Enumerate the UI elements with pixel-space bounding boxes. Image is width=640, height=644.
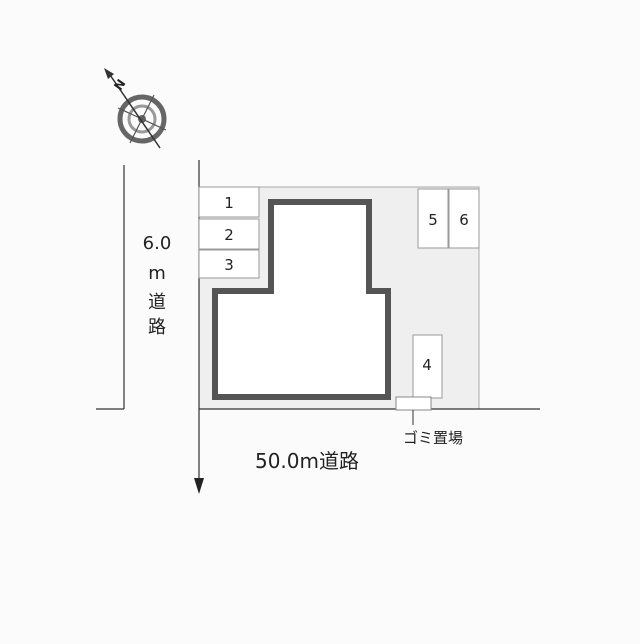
parking-space: 4 [412, 334, 443, 399]
north-label: N [111, 77, 128, 93]
parking-space: 6 [448, 188, 480, 249]
left-road-char-1: 道 [148, 292, 166, 313]
garbage-area-label: ゴミ置場 [403, 429, 463, 447]
left-road-width: 6.0 [143, 233, 172, 254]
svg-text:3: 3 [224, 256, 234, 274]
down-arrow-icon [194, 478, 204, 494]
parking-space: 3 [198, 249, 260, 279]
parking-space: 5 [417, 188, 449, 249]
north-arrow-icon: N [104, 68, 167, 149]
garbage-area [395, 396, 432, 411]
parking-space: 2 [198, 218, 260, 250]
left-road-char-2: 路 [148, 317, 166, 338]
building [212, 199, 391, 400]
left-road-unit: m [148, 263, 166, 284]
parking-space: 1 [198, 186, 260, 218]
svg-text:2: 2 [224, 226, 234, 244]
bottom-road-label: 50.0m道路 [255, 449, 359, 473]
svg-text:6: 6 [459, 211, 469, 229]
svg-text:5: 5 [428, 211, 438, 229]
svg-text:4: 4 [422, 356, 432, 374]
svg-text:1: 1 [224, 194, 234, 212]
